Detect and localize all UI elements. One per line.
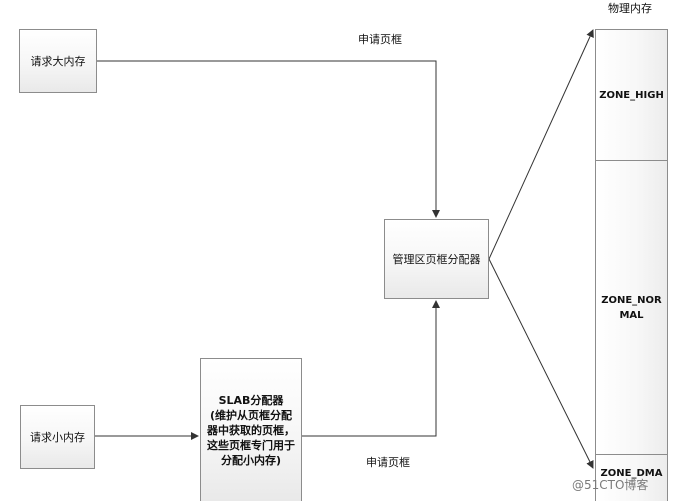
- large-memory-request-node: 请求大内存: [19, 29, 97, 93]
- slab-allocator-title: SLAB分配器: [218, 393, 284, 407]
- edge-label-top: 申请页框: [358, 33, 402, 46]
- edge-large-to-allocator: [97, 60, 440, 218]
- zone-dma-label: ZONE_DMA: [600, 468, 663, 479]
- zone-high-region: ZONE_HIGH: [595, 29, 668, 161]
- small-memory-request-node: 请求小内存: [20, 405, 95, 469]
- edge-allocator-to-memory-bottom: [488, 258, 594, 469]
- zone-dma-region: ZONE_DMA: [595, 454, 668, 501]
- large-memory-request-label: 请求大内存: [30, 54, 86, 68]
- physical-memory-title: 物理内存: [608, 2, 652, 15]
- watermark: @51CTO博客: [572, 478, 649, 492]
- slab-allocator-node: SLAB分配器 (维护从页框分配器中获取的页框，这些页框专门用于分配小内存): [200, 358, 302, 501]
- zone-page-frame-allocator-node: 管理区页框分配器: [384, 219, 489, 299]
- small-memory-request-label: 请求小内存: [30, 430, 85, 444]
- edge-label-bottom: 申请页框: [366, 456, 410, 469]
- zone-page-frame-allocator-label: 管理区页框分配器: [392, 252, 481, 266]
- zone-high-label: ZONE_HIGH: [599, 89, 664, 101]
- slab-allocator-description: (维护从页框分配器中获取的页框，这些页框专门用于分配小内存): [207, 408, 295, 467]
- zone-normal-label: ZONE_NORMAL: [601, 294, 662, 321]
- edge-allocator-to-memory-top: [488, 29, 594, 260]
- edge-slab-to-allocator: [302, 300, 440, 437]
- zone-normal-region: ZONE_NORMAL: [595, 160, 668, 455]
